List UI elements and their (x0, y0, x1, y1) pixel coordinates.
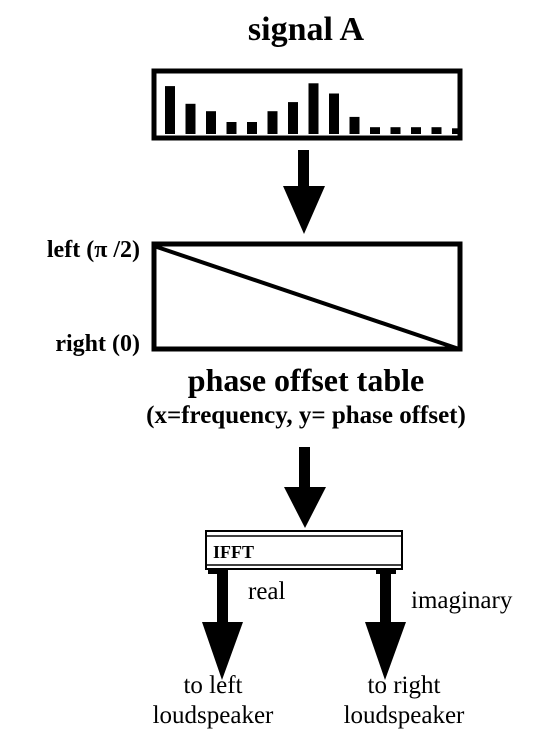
real-label: real (248, 578, 286, 605)
spectrum-bar (431, 127, 442, 134)
phase-offset-curve (153, 244, 460, 351)
arrow-to-phase-table (283, 150, 325, 234)
spectrum-bar (165, 86, 175, 134)
spectrum-bar (247, 122, 257, 134)
spectrum-bar (411, 127, 421, 134)
spectrum-bar (452, 128, 462, 134)
spectrum-bar (267, 111, 278, 134)
spectrum-bar (185, 103, 196, 134)
imaginary-output-arrow (365, 573, 406, 680)
spectrum-bar (390, 127, 401, 134)
ifft-label: IFFT (213, 542, 254, 562)
left-output-line1: to left (183, 672, 242, 699)
spectrum-bar (308, 83, 319, 134)
spectrum-bar (329, 93, 339, 134)
left-output-line2: loudspeaker (153, 702, 274, 729)
imaginary-label: imaginary (411, 587, 513, 614)
phase-right-label: right (0) (55, 331, 140, 357)
phase-left-label: left (π /2) (47, 237, 140, 263)
diagram-title: signal A (248, 11, 365, 48)
phase-table-title: phase offset table (188, 362, 424, 398)
ifft-block (205, 530, 403, 574)
spectrum-bar (349, 116, 360, 134)
signal-spectrum-box (151, 68, 463, 141)
arrow-to-ifft (284, 447, 326, 528)
spectrum-bar (370, 127, 380, 134)
right-output-line2: loudspeaker (344, 702, 465, 729)
spectrum-bar (288, 102, 298, 134)
right-output-line1: to right (368, 672, 441, 699)
spectrum-bars (165, 83, 462, 134)
spectrum-bar (226, 122, 237, 134)
real-output-arrow (202, 573, 243, 680)
spectrum-bar (206, 111, 216, 134)
phase-table-subtitle: (x=frequency, y= phase offset) (146, 402, 466, 429)
